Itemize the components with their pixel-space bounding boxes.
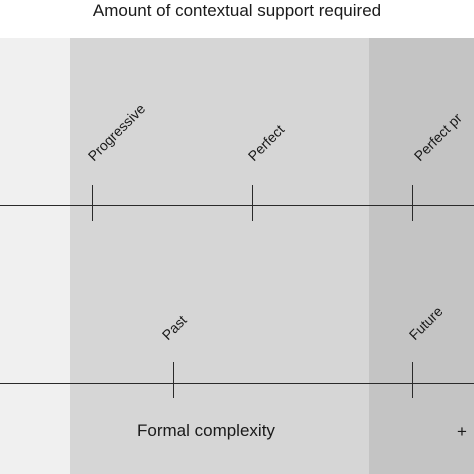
high-region-band: [369, 38, 474, 474]
top-tick-progressive: [92, 185, 93, 221]
formal-complexity-label: Formal complexity: [137, 421, 275, 440]
diagram-title: Amount of contextual support required: [92, 1, 382, 20]
top-tick-perfect-progressive: [412, 185, 413, 221]
low-region-band: [0, 38, 70, 474]
axis-end-plus-marker: +: [457, 422, 467, 441]
bottom-tick-past: [173, 362, 174, 398]
bottom-tick-future: [412, 362, 413, 398]
mid-region-band: [70, 38, 369, 474]
top-axis-line: [0, 205, 474, 206]
bottom-axis-line: [0, 383, 474, 384]
top-tick-perfect: [252, 185, 253, 221]
